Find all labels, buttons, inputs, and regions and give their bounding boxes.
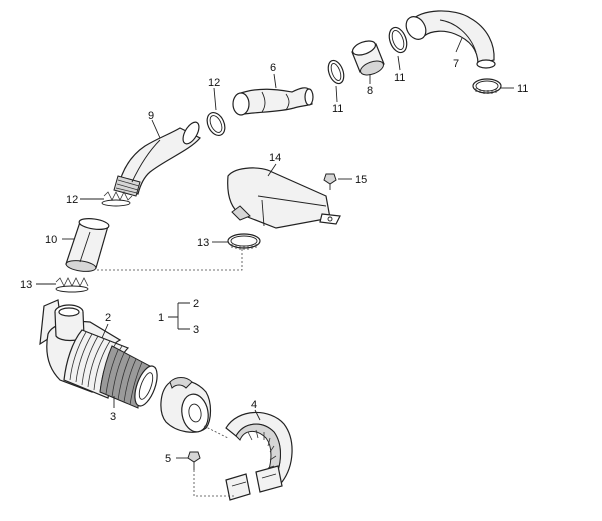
callout-label-14: 14: [269, 152, 281, 164]
sleeve-part-10: [65, 218, 110, 272]
callout-label-12-lower: 12: [66, 194, 78, 206]
hose-clamp-12-upper: [206, 112, 226, 136]
callout-label-6: 6: [270, 62, 276, 74]
hose-part-6: [232, 87, 314, 116]
callout-label-13-left: 13: [20, 279, 32, 291]
callout-label-4: 4: [251, 399, 257, 411]
mounting-band-part-4: [225, 411, 293, 501]
callout-label-11-right: 11: [517, 83, 528, 95]
callout-label-3-legend: 3: [193, 324, 199, 336]
leader-lines: [36, 37, 514, 459]
alignment-line-cover: [203, 425, 229, 439]
alignment-line-13: [96, 249, 243, 271]
callout-label-8: 8: [367, 85, 373, 97]
callout-label-11-middle: 11: [332, 103, 343, 115]
callout-label-13-middle: 13: [197, 237, 209, 249]
pipe-part-9: [113, 121, 201, 197]
hose-clamp-13-middle: [227, 233, 261, 250]
bolt-part-5: [187, 451, 201, 470]
spring-clamp-12-lower: [101, 191, 133, 207]
callout-label-15: 15: [355, 174, 367, 186]
tube-part-8: [351, 40, 385, 76]
end-cover: [160, 377, 212, 433]
spring-clamp-13-left: [55, 277, 89, 293]
hose-clamp-11-upper: [388, 26, 408, 54]
callout-label-2-housing: 2: [105, 312, 111, 324]
callout-label-12-upper: 12: [208, 77, 220, 89]
callout-label-3-filter: 3: [110, 411, 116, 423]
hose-clamp-11-middle: [327, 59, 345, 85]
alignment-line-5: [193, 470, 236, 497]
callout-label-10: 10: [45, 234, 57, 246]
callout-label-7: 7: [453, 58, 459, 70]
callout-label-5: 5: [165, 453, 171, 465]
callout-label-1: 1: [158, 312, 164, 324]
hose-clamp-11-right: [472, 78, 502, 94]
callout-label-2-legend: 2: [193, 298, 199, 310]
bolt-part-15: [323, 173, 337, 190]
filter-element-part-3: [99, 345, 158, 409]
hose-part-7: [405, 10, 496, 69]
callout-label-11-upper: 11: [394, 72, 405, 84]
callout-label-9: 9: [148, 110, 154, 122]
intake-duct-part-14: [227, 167, 341, 229]
